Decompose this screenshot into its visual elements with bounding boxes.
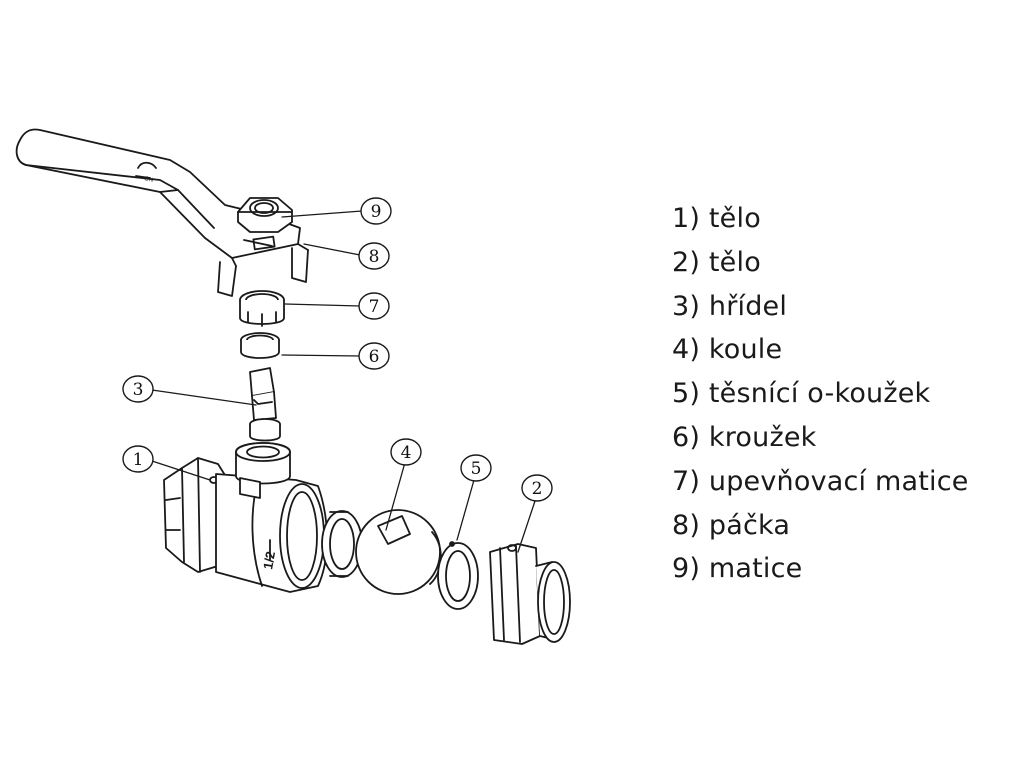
handle-marking: ON (144, 176, 154, 184)
svg-text:8: 8 (369, 247, 380, 267)
legend-item: 5) těsnící o-koužek (672, 378, 931, 410)
lever-handle (15, 128, 309, 297)
o-ring-seal (437, 541, 479, 610)
svg-text:1: 1 (133, 450, 144, 470)
legend-item: 1) tělo (672, 203, 761, 234)
ball (355, 509, 442, 595)
svg-text:7: 7 (369, 297, 380, 317)
union-body (489, 543, 571, 645)
callout-2: 2 (521, 474, 553, 502)
svg-text:2: 2 (532, 479, 543, 499)
legend-item: 6) kroužek (672, 421, 817, 453)
callout-1: 1 (122, 445, 154, 473)
legend-item: 4) koule (672, 334, 783, 366)
legend-item: 7) upevňovací matice (672, 465, 969, 497)
svg-text:4: 4 (401, 443, 412, 463)
valve-body (163, 442, 328, 593)
legend-item: 9) matice (672, 553, 803, 585)
leader-lines (151, 210, 536, 553)
svg-text:6: 6 (369, 347, 380, 367)
svg-text:3: 3 (133, 380, 144, 400)
ring (240, 332, 280, 359)
callout-4: 4 (390, 438, 422, 466)
top-nut (237, 197, 293, 233)
legend-item: 2) tělo (672, 246, 761, 278)
svg-text:5: 5 (471, 459, 482, 479)
shaft (249, 367, 281, 442)
svg-text:9: 9 (371, 202, 382, 222)
callout-8: 8 (358, 242, 390, 270)
callout-9: 9 (360, 197, 392, 225)
callout-3: 3 (122, 375, 154, 403)
legend-item: 3) hřídel (672, 290, 788, 322)
fixing-nut (239, 290, 285, 327)
callout-7: 7 (358, 292, 390, 320)
legend-item: 8) páčka (672, 509, 791, 541)
parts-legend: 1) tělo 2) tělo 3) hřídel 4) koule 5) tě… (672, 197, 969, 591)
callout-6: 6 (358, 342, 390, 370)
size-marking: 1/2 (260, 550, 278, 570)
callout-5: 5 (460, 454, 492, 482)
